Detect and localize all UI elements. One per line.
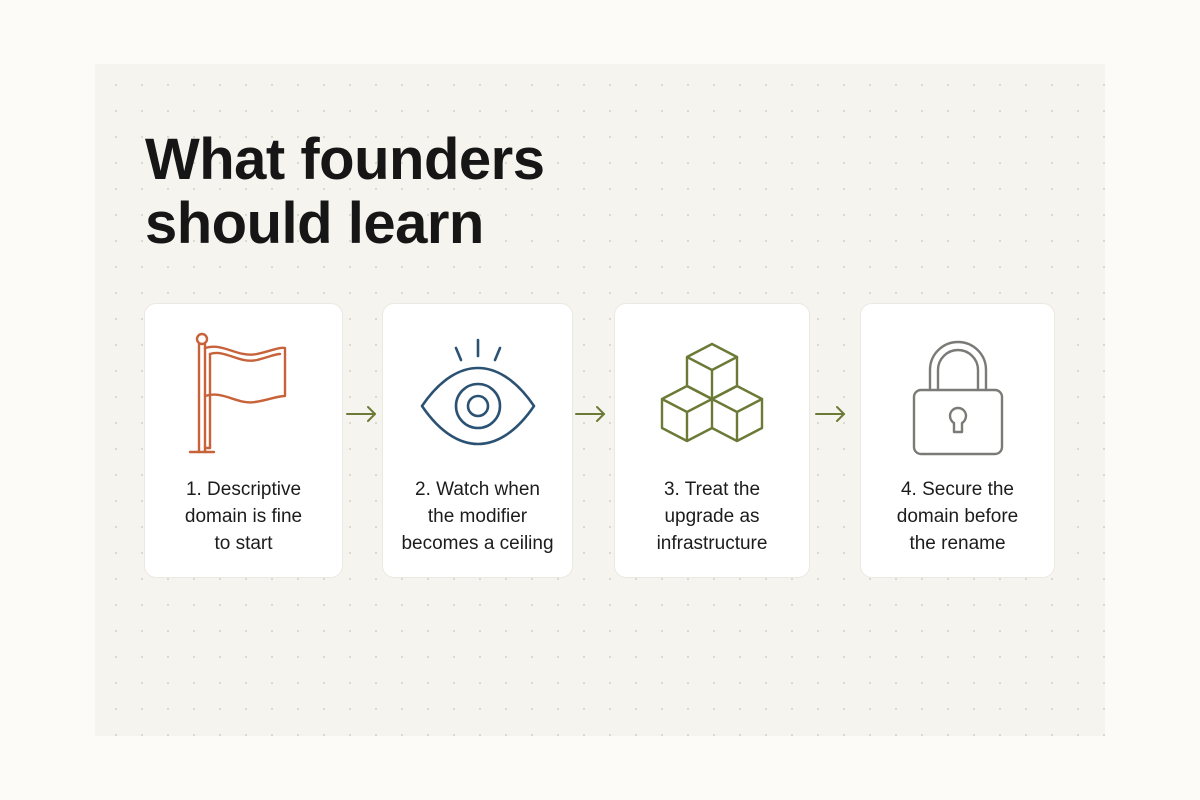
step-label-4: 4. Secure the domain before the rename xyxy=(896,479,1019,554)
page-title: What founders should learn xyxy=(145,127,545,256)
arrow-right-icon xyxy=(815,406,845,422)
eye-icon xyxy=(420,338,535,446)
step-card-1: 1. Descriptive domain is fine to start xyxy=(144,303,343,578)
arrow-right-icon xyxy=(346,406,376,422)
step-label-3: 3. Treat the upgrade as infrastructure xyxy=(656,479,768,554)
lock-icon xyxy=(912,340,1003,456)
step-card-2: 2. Watch when the modifier becomes a cei… xyxy=(382,303,573,578)
step-card-3: 3. Treat the upgrade as infrastructure xyxy=(614,303,810,578)
cubes-icon xyxy=(660,342,764,443)
flag-icon xyxy=(188,332,286,454)
step-label-1: 1. Descriptive domain is fine to start xyxy=(184,479,303,554)
step-card-4: 4. Secure the domain before the rename xyxy=(860,303,1055,578)
step-label-2: 2. Watch when the modifier becomes a cei… xyxy=(401,479,554,554)
arrow-right-icon xyxy=(575,406,605,422)
